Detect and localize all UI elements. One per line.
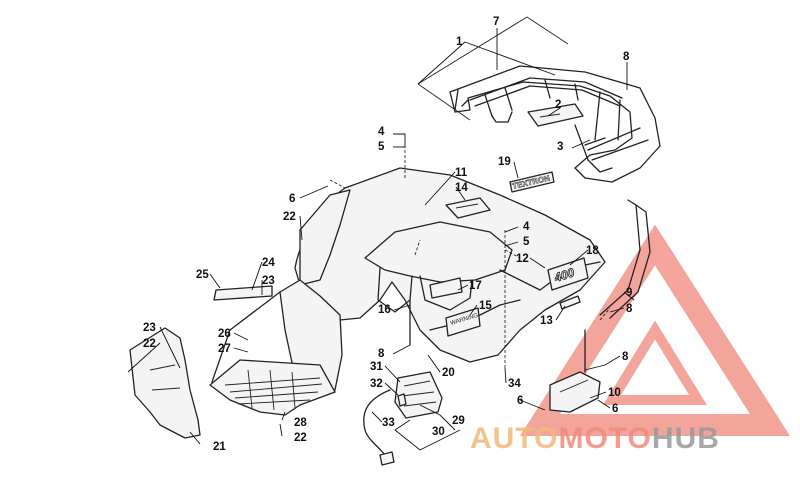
watermark-brand-hub: HUB xyxy=(652,422,720,455)
callout-33: 33 xyxy=(382,417,395,429)
svg-text:AUTOMOTOHUB: AUTOMOTOHUB xyxy=(470,422,720,455)
callout-28: 28 xyxy=(294,417,307,429)
hitch-bracket xyxy=(549,329,601,413)
callout-10: 10 xyxy=(608,387,621,399)
callout-13: 13 xyxy=(540,315,553,327)
callout-27: 27 xyxy=(218,343,231,355)
footwell-assembly xyxy=(129,279,343,439)
callout-8: 8 xyxy=(626,303,633,315)
leader-lines xyxy=(127,28,635,451)
callout-25: 25 xyxy=(196,269,209,281)
callout-8: 8 xyxy=(623,51,630,63)
callout-34: 34 xyxy=(508,378,521,390)
callout-23: 23 xyxy=(262,275,275,287)
callout-20: 20 xyxy=(442,367,455,379)
callout-23: 23 xyxy=(143,322,156,334)
callout-4: 4 xyxy=(523,221,530,233)
callout-30: 30 xyxy=(432,426,445,438)
watermark-brand-auto: AUTO xyxy=(470,422,558,455)
callout-14: 14 xyxy=(455,182,468,194)
callout-9: 9 xyxy=(626,287,632,299)
callout-labels: 1 7 8 2 3 4 5 19 11 14 6 22 4 5 18 12 24… xyxy=(143,16,633,453)
watermark-brand-moto: MOTO xyxy=(558,422,651,455)
callout-19: 19 xyxy=(498,156,511,168)
callout-11: 11 xyxy=(455,167,468,179)
callout-31: 31 xyxy=(370,361,383,373)
callout-18: 18 xyxy=(586,245,599,257)
callout-6: 6 xyxy=(289,193,295,205)
callout-29: 29 xyxy=(452,415,465,427)
callout-12: 12 xyxy=(516,253,529,265)
callout-6: 6 xyxy=(612,403,618,415)
callout-32: 32 xyxy=(370,378,383,390)
reference-lines xyxy=(329,150,611,368)
callout-4: 4 xyxy=(378,126,385,138)
callout-22: 22 xyxy=(294,432,307,444)
watermark-wordmark: AUTOMOTOHUB xyxy=(470,422,720,455)
callout-16: 16 xyxy=(378,304,391,316)
taillight-assembly xyxy=(363,371,443,466)
callout-6: 6 xyxy=(517,395,523,407)
rear-fender: WARNING 400 TEXTRON xyxy=(294,167,606,363)
callout-8: 8 xyxy=(622,351,629,363)
callout-5: 5 xyxy=(378,141,385,153)
callout-15: 15 xyxy=(479,300,492,312)
callout-22: 22 xyxy=(283,211,296,223)
callout-5: 5 xyxy=(523,236,530,248)
callout-17: 17 xyxy=(469,280,482,292)
model-number-text: 400 xyxy=(552,265,577,285)
callout-2: 2 xyxy=(555,99,561,111)
callout-22: 22 xyxy=(143,338,156,350)
rear-rack xyxy=(417,16,661,319)
callout-24: 24 xyxy=(262,257,275,269)
callout-8: 8 xyxy=(378,348,385,360)
callout-1: 1 xyxy=(456,36,463,48)
callout-21: 21 xyxy=(213,441,226,453)
callout-7: 7 xyxy=(493,16,499,28)
watermark-triangle-icon xyxy=(519,224,791,436)
model-decal: 400 xyxy=(547,257,589,291)
callout-3: 3 xyxy=(557,141,563,153)
logo-decal: TEXTRON xyxy=(509,171,555,193)
watermark xyxy=(519,224,791,436)
callout-26: 26 xyxy=(218,328,231,340)
